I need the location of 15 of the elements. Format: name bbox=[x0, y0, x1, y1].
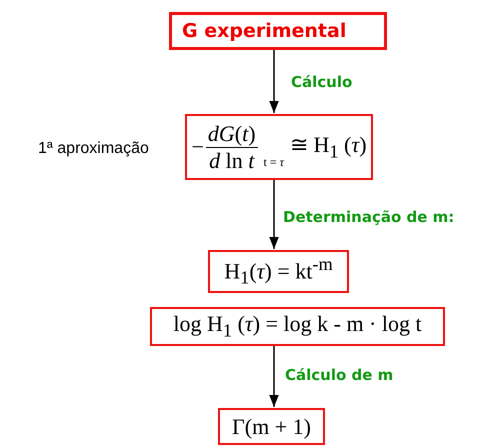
formula-text: H$_{1}$(τ) = kt$^{-m}$ bbox=[224, 254, 333, 289]
title-text: G experimental bbox=[182, 20, 346, 42]
edge-label: Determinação de m: bbox=[282, 208, 456, 226]
formula-text: − dG(t) d ln t t = τ ≅ H$_{1}$ (τ) bbox=[191, 120, 367, 174]
formula-text: log H$_{1}$ (τ) = log k - m · log t bbox=[173, 311, 422, 342]
formula-box bbox=[208, 250, 349, 293]
formula-box bbox=[185, 114, 373, 180]
arrow bbox=[269, 180, 279, 249]
formula-box bbox=[150, 307, 445, 346]
step-label: 1ª aproximação bbox=[38, 140, 149, 158]
title-box bbox=[169, 12, 387, 50]
formula-text: Γ(m + 1) bbox=[232, 414, 311, 440]
arrow bbox=[269, 50, 279, 113]
arrow bbox=[269, 346, 279, 407]
formula-box bbox=[218, 408, 325, 445]
